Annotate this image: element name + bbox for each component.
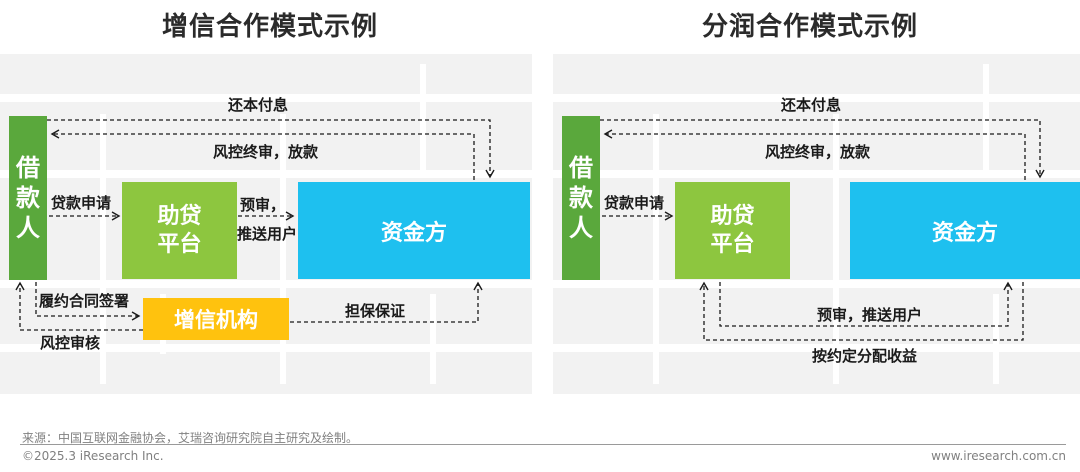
right-diagram-panel: 借 款 人 助贷 平台 资金方 还本付息 风控终审，放款 贷款申请 预审，推送用…	[553, 54, 1080, 394]
left-label-prereview-1: 预审，	[240, 196, 286, 214]
right-borrower-char-2: 款	[569, 184, 593, 212]
left-borrower-box: 借 款 人	[9, 116, 47, 280]
source-note: 来源：中国互联网金融协会，艾瑞咨询研究院自主研究及绘制。	[22, 431, 359, 445]
footer-divider	[20, 444, 1066, 445]
left-label-repay: 还本付息	[228, 96, 289, 114]
right-label-apply: 贷款申请	[604, 194, 665, 212]
left-label-risk-loan: 风控终审，放款	[213, 143, 319, 161]
right-label-prereview: 预审，推送用户	[817, 306, 923, 324]
right-funder-label: 资金方	[931, 220, 998, 246]
left-diagram-panel: 借 款 人 助贷 平台 资金方 增信机构 还本付息 风控终审，放款 贷款申请 预…	[0, 54, 532, 394]
left-label-guarantee: 担保保证	[345, 302, 406, 320]
right-platform-box: 助贷 平台	[675, 182, 790, 279]
left-platform-line-2: 平台	[157, 231, 202, 257]
website-text: www.iresearch.com.cn	[931, 449, 1066, 463]
left-label-apply: 贷款申请	[51, 194, 112, 212]
right-platform-line-1: 助贷	[710, 203, 755, 229]
right-borrower-char-1: 借	[569, 154, 593, 182]
right-diagram-title: 分润合作模式示例	[701, 12, 918, 42]
right-funder-box: 资金方	[850, 182, 1080, 279]
left-guarantor-label: 增信机构	[174, 308, 258, 332]
right-label-repay: 还本付息	[781, 96, 842, 114]
left-borrower-char-2: 款	[16, 184, 40, 212]
left-platform-box: 助贷 平台	[122, 182, 237, 279]
left-funder-label: 资金方	[380, 220, 447, 246]
left-borrower-char-3: 人	[16, 214, 40, 242]
right-borrower-char-3: 人	[569, 214, 593, 242]
right-label-profit: 按约定分配收益	[812, 347, 918, 365]
left-guarantor-box: 增信机构	[143, 298, 289, 340]
left-label-prereview-2: 推送用户	[237, 225, 298, 243]
copyright-text: ©2025.3 iResearch Inc.	[22, 449, 164, 463]
left-diagram-title: 增信合作模式示例	[161, 12, 378, 42]
right-label-risk-loan: 风控终审，放款	[765, 143, 871, 161]
left-label-contract: 履约合同签署	[39, 292, 130, 310]
left-funder-box: 资金方	[298, 182, 530, 279]
left-label-risk-review: 风控审核	[40, 334, 101, 352]
left-borrower-char-1: 借	[16, 154, 40, 182]
left-platform-line-1: 助贷	[157, 203, 202, 229]
right-platform-line-2: 平台	[710, 231, 755, 257]
right-borrower-box: 借 款 人	[562, 116, 600, 280]
